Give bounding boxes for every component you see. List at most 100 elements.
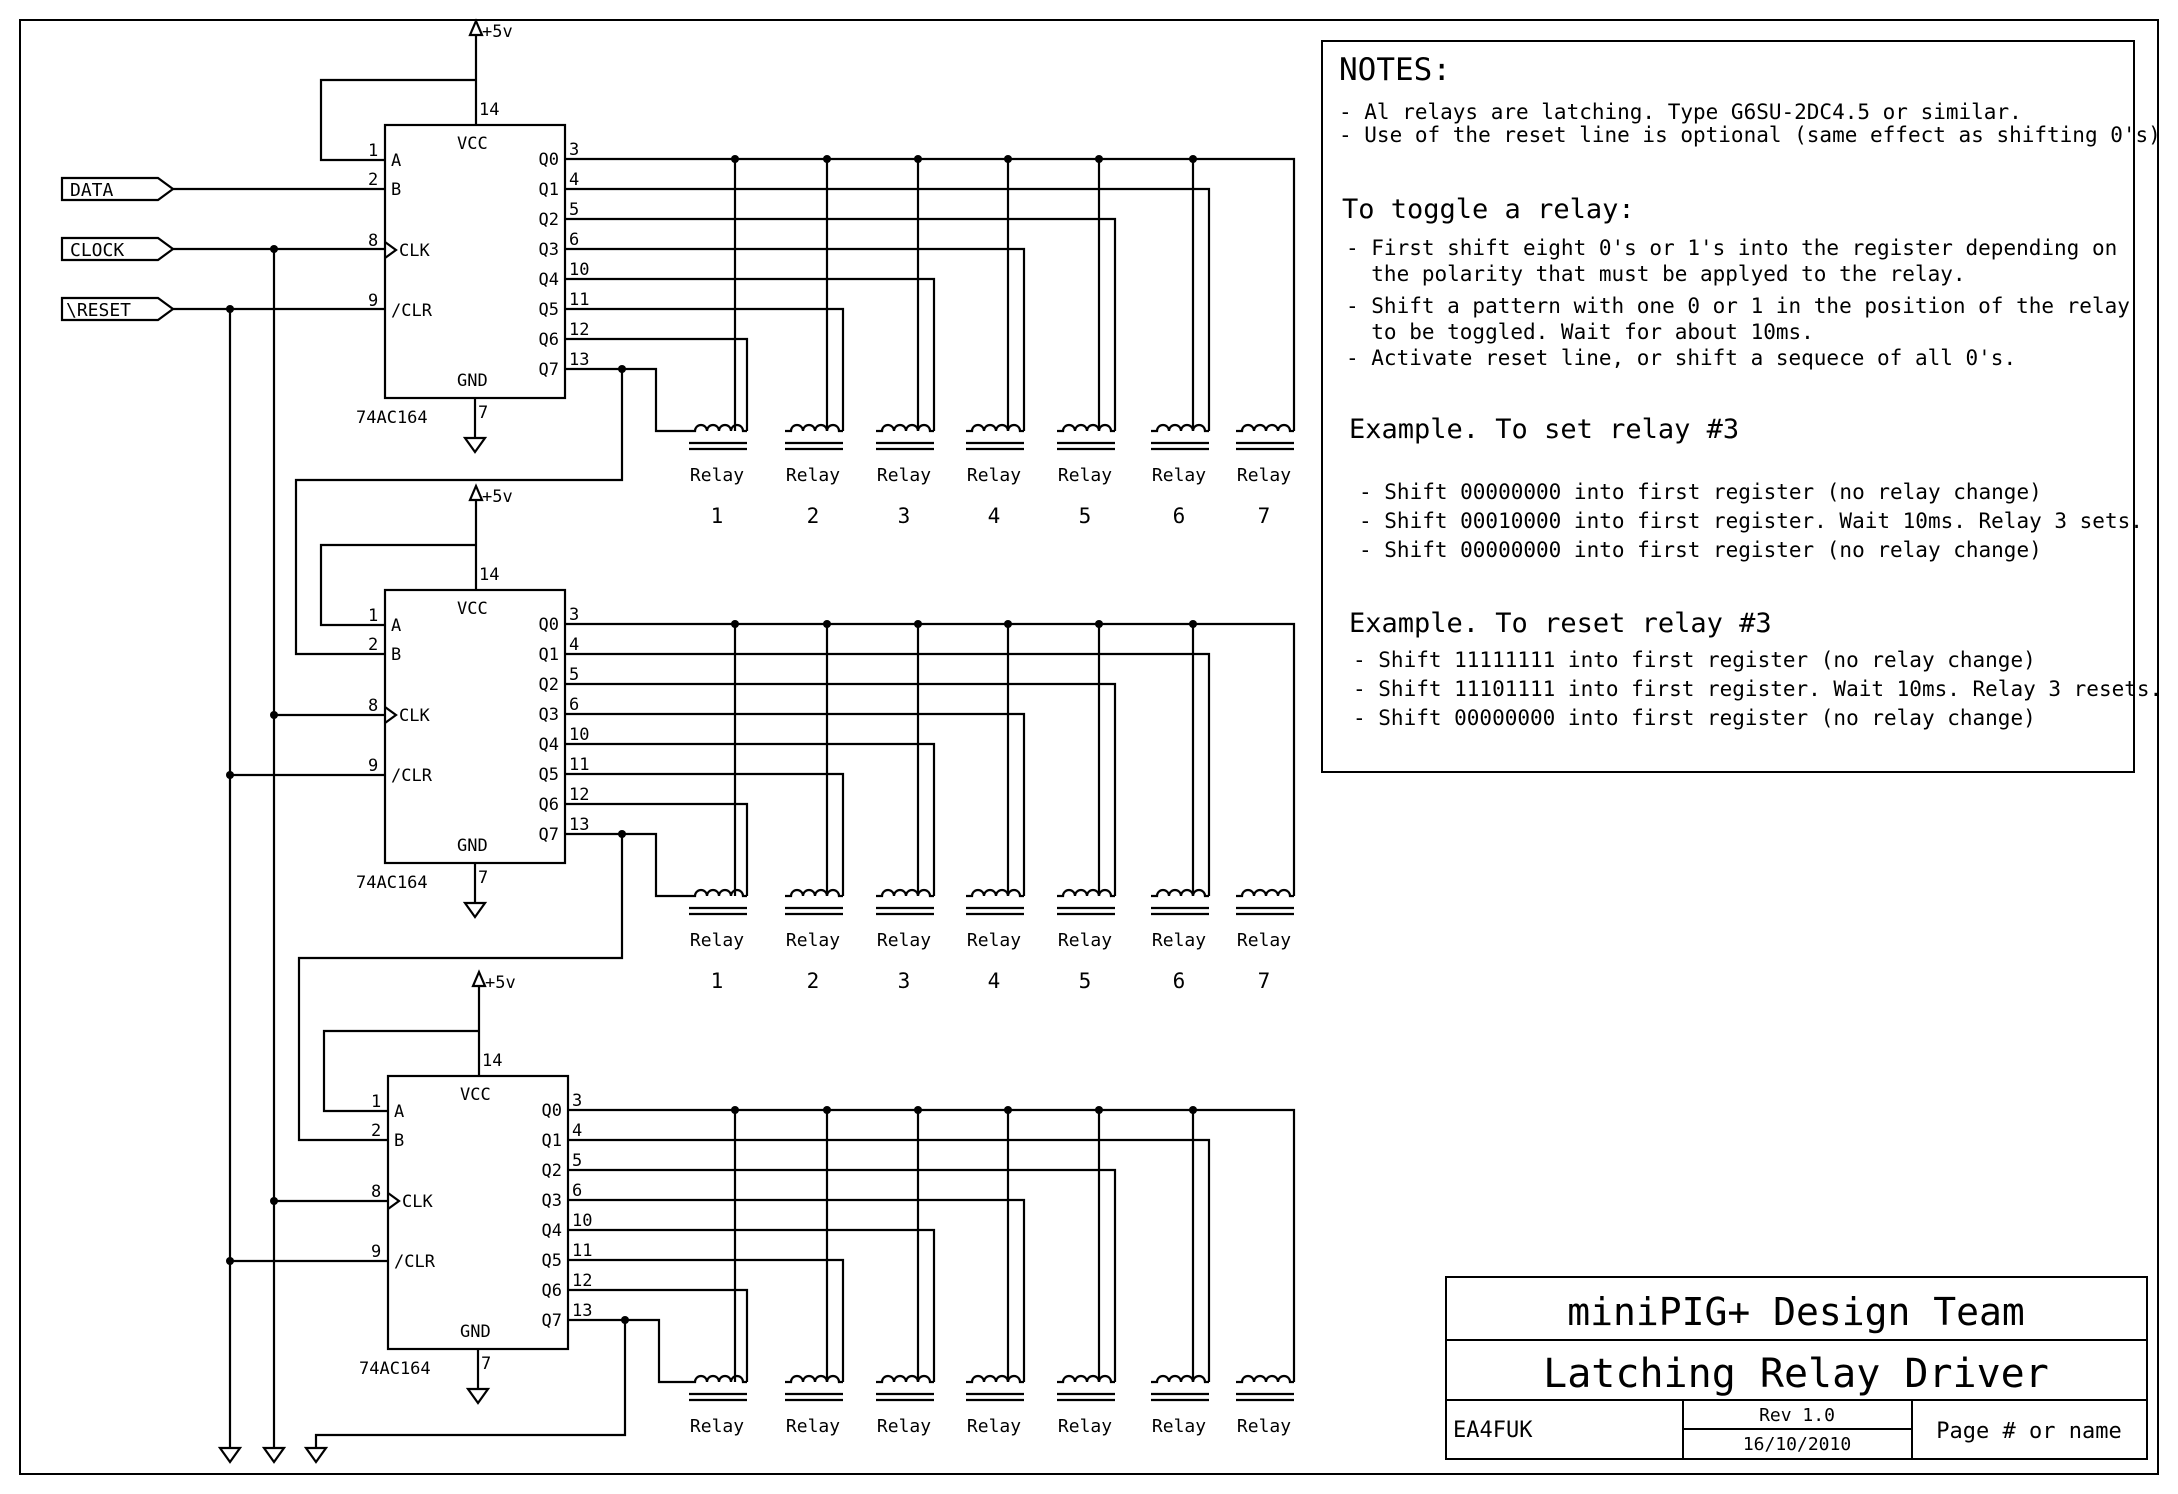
relay-coil-winding [1057, 888, 1115, 898]
shift-register-chip [383, 588, 567, 865]
pin-number: 14 [479, 565, 499, 585]
junction-dot [823, 155, 831, 163]
title-block: miniPIG+ Design Team Latching Relay Driv… [1445, 1276, 2148, 1460]
junction-dot [731, 155, 739, 163]
q7-to-relay7-wire [565, 832, 689, 898]
relay-label: Relay [1058, 465, 1112, 486]
title-block-revision: Rev 1.0 [1759, 1405, 1835, 1426]
ground-symbol [465, 1387, 491, 1405]
toggle-line: the polarity that must be applyed to the… [1346, 262, 1966, 286]
relay-number: 5 [1079, 969, 1092, 993]
chip-part-label: 74AC164 [356, 408, 428, 428]
gnd-pin-label: GND [457, 836, 488, 856]
vcc-pin-label: VCC [460, 1085, 491, 1105]
output-label-q1: Q1 [539, 180, 559, 200]
shift-register-chip [386, 1074, 570, 1351]
relay-number: 4 [988, 969, 1001, 993]
pin-clr-label: /CLR [391, 301, 433, 321]
relay-coil [1236, 1374, 1294, 1402]
relay-label: Relay [786, 1416, 840, 1437]
output-label-q0: Q0 [539, 615, 559, 635]
relay-coil [966, 423, 1024, 451]
relay-label: Relay [1152, 465, 1206, 486]
relay-number: 2 [807, 504, 820, 528]
relay-coil [1151, 423, 1209, 451]
gnd-pin-label: GND [457, 371, 488, 391]
relay-label: Relay [1152, 1416, 1206, 1437]
clock-port-label: CLOCK [70, 240, 124, 261]
output-label-q5: Q5 [542, 1251, 562, 1271]
junction-dot [226, 771, 234, 779]
pin-number: 1 [368, 141, 378, 161]
pin-number: 12 [572, 1271, 592, 1291]
relay-label: Relay [967, 465, 1021, 486]
relay-label: Relay [967, 1416, 1021, 1437]
relay-label: Relay [967, 930, 1021, 951]
pin-a-tie-wire [319, 78, 476, 162]
output-label-q5: Q5 [539, 765, 559, 785]
relay-coil-winding [1236, 423, 1294, 433]
output-label-q2: Q2 [539, 675, 559, 695]
relay-coil-winding [785, 888, 843, 898]
output-label-q4: Q4 [539, 270, 559, 290]
pin-number: 4 [569, 170, 579, 190]
pin-number: 9 [368, 756, 378, 776]
junction-dot [1004, 1106, 1012, 1114]
junction-dot [1004, 620, 1012, 628]
relay-label: Relay [690, 1416, 744, 1437]
junction-dot [270, 711, 278, 719]
pin-b-label: B [391, 645, 401, 665]
relay-label: Relay [690, 465, 744, 486]
output-label-q6: Q6 [539, 330, 559, 350]
set-example-heading: Example. To set relay #3 [1349, 414, 1739, 445]
junction-dot [1095, 620, 1103, 628]
relay-coil-winding [876, 423, 934, 433]
notes-box: NOTES: - Al relays are latching. Type G6… [1321, 40, 2162, 773]
power-label: +5v [485, 973, 516, 993]
notes-line: - Al relays are latching. Type G6SU-2DC4… [1339, 100, 2022, 124]
pin-clk-label: CLK [402, 1192, 433, 1212]
toggle-heading: To toggle a relay: [1342, 194, 1635, 225]
output-label-q7: Q7 [539, 360, 559, 380]
relay-coil [785, 423, 843, 451]
pin-number: 8 [368, 696, 378, 716]
relay-label: Relay [877, 1416, 931, 1437]
output-label-q0: Q0 [542, 1101, 562, 1121]
relay-label: Relay [1152, 930, 1206, 951]
pin-number: 8 [368, 231, 378, 251]
relay-coil-winding [1057, 1374, 1115, 1384]
ground-symbol [217, 1446, 243, 1464]
output-label-q1: Q1 [539, 645, 559, 665]
junction-dot [270, 1197, 278, 1205]
reset-example-line: - Shift 00000000 into first register (no… [1353, 706, 2036, 730]
chip-part-label: 74AC164 [356, 873, 428, 893]
vcc-pin-label: VCC [457, 134, 488, 154]
relay-coil [1057, 1374, 1115, 1402]
pin-a-label: A [394, 1102, 404, 1122]
relay-number: 4 [988, 504, 1001, 528]
relay-coil-winding [966, 423, 1024, 433]
junction-dot [1189, 1106, 1197, 1114]
pin-number: 11 [569, 290, 589, 310]
output-wire [565, 742, 936, 896]
ground-symbol [462, 901, 488, 919]
output-wire [565, 622, 1296, 896]
junction-dot [270, 245, 278, 253]
q7-to-relay7-wire [565, 367, 689, 433]
junction-dot [823, 1106, 831, 1114]
pin-number: 6 [569, 695, 579, 715]
power-arrow-symbol [468, 483, 484, 502]
pin-number: 5 [569, 200, 579, 220]
pin-number: 7 [478, 403, 488, 423]
pin-b-label: B [391, 180, 401, 200]
pin-number: 7 [481, 1354, 491, 1374]
ground-symbol [462, 436, 488, 454]
pin-number: 7 [478, 868, 488, 888]
output-wire [568, 1138, 1211, 1382]
pin-number: 10 [569, 260, 589, 280]
cascade-wire [294, 369, 624, 656]
clock-port-flag [60, 236, 175, 262]
bus-wires [173, 187, 388, 1464]
reset-example-line: - Shift 11101111 into first register. Wa… [1353, 677, 2162, 701]
